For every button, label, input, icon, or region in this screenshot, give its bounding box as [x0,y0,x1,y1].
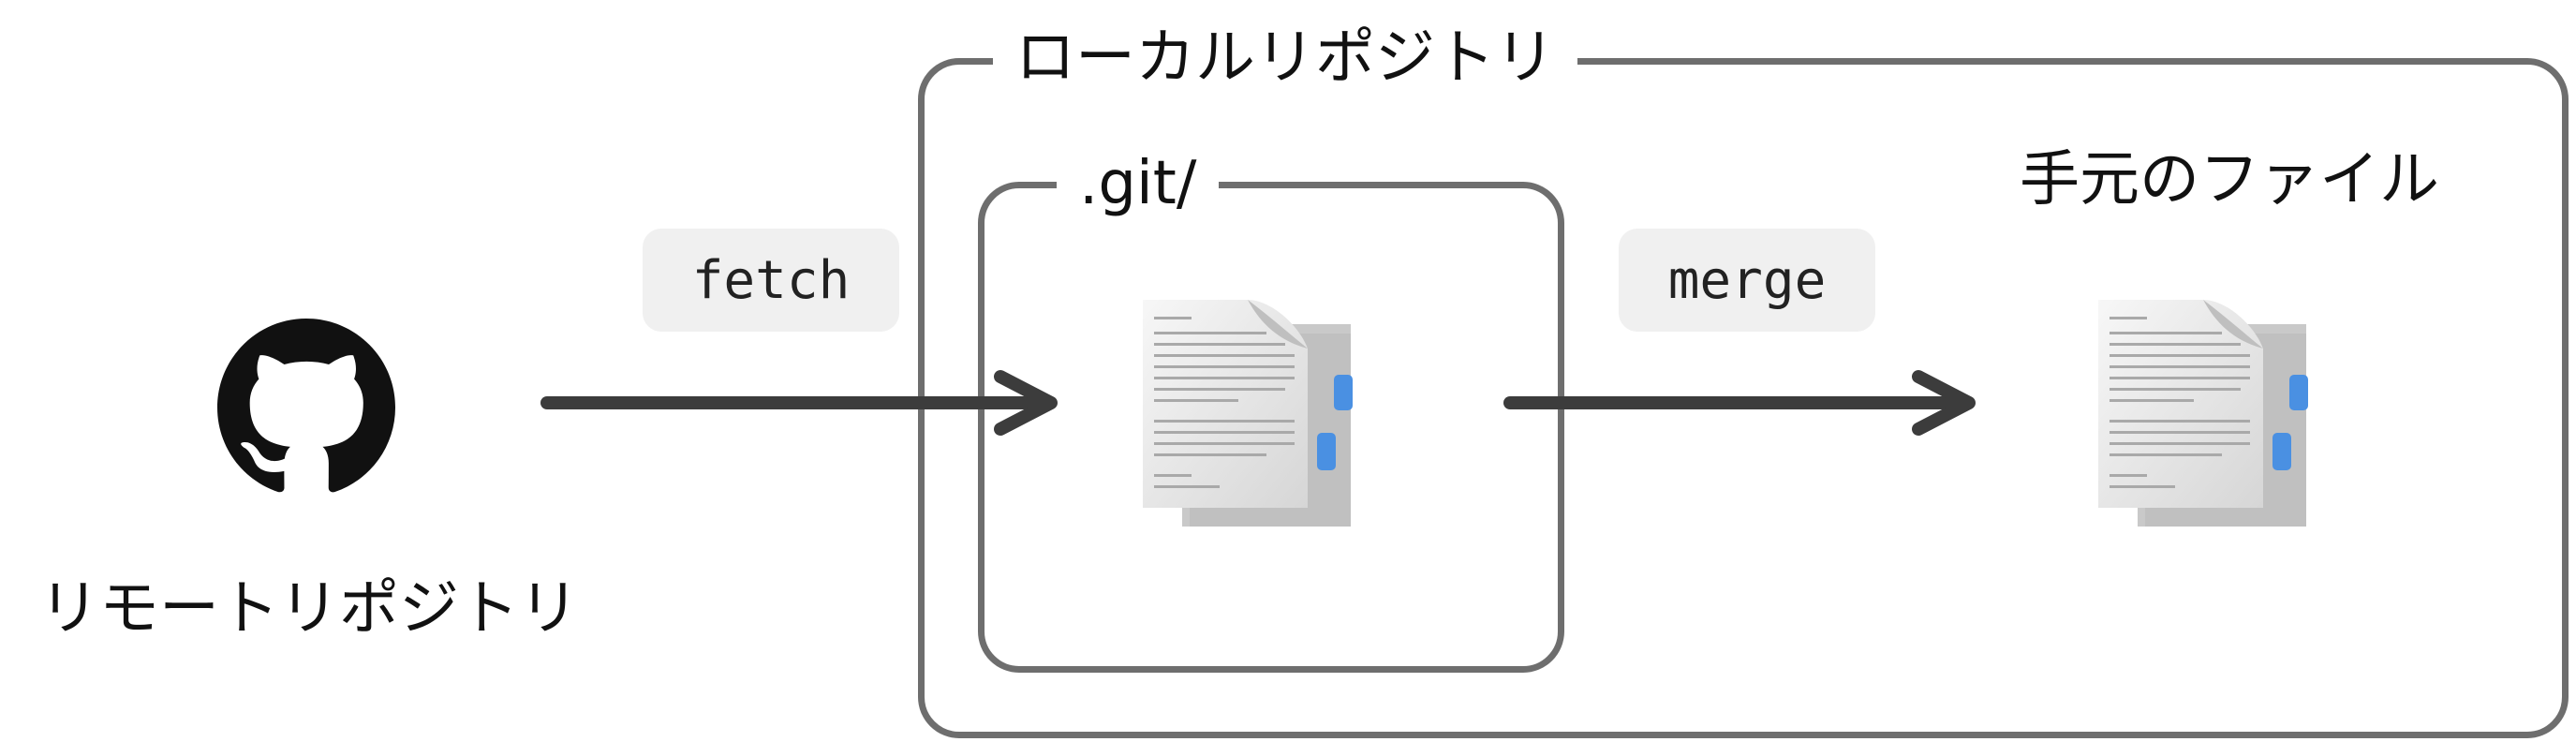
fetch-command-badge: fetch [643,229,899,332]
merge-command-badge: merge [1619,229,1875,332]
working-files-label: 手元のファイル [2020,145,2439,215]
git-directory-box [978,182,1564,673]
merge-arrow [1503,370,1976,436]
git-directory-label: .git/ [1057,154,1220,214]
local-repository-label: ローカルリポジトリ [993,28,1577,88]
working-file-document-icon [2098,300,2308,527]
github-icon [217,319,395,493]
git-objects-document-icon [1143,300,1353,527]
remote-repository-label: リモートリポジトリ [39,574,579,644]
fetch-arrow [540,370,1058,436]
